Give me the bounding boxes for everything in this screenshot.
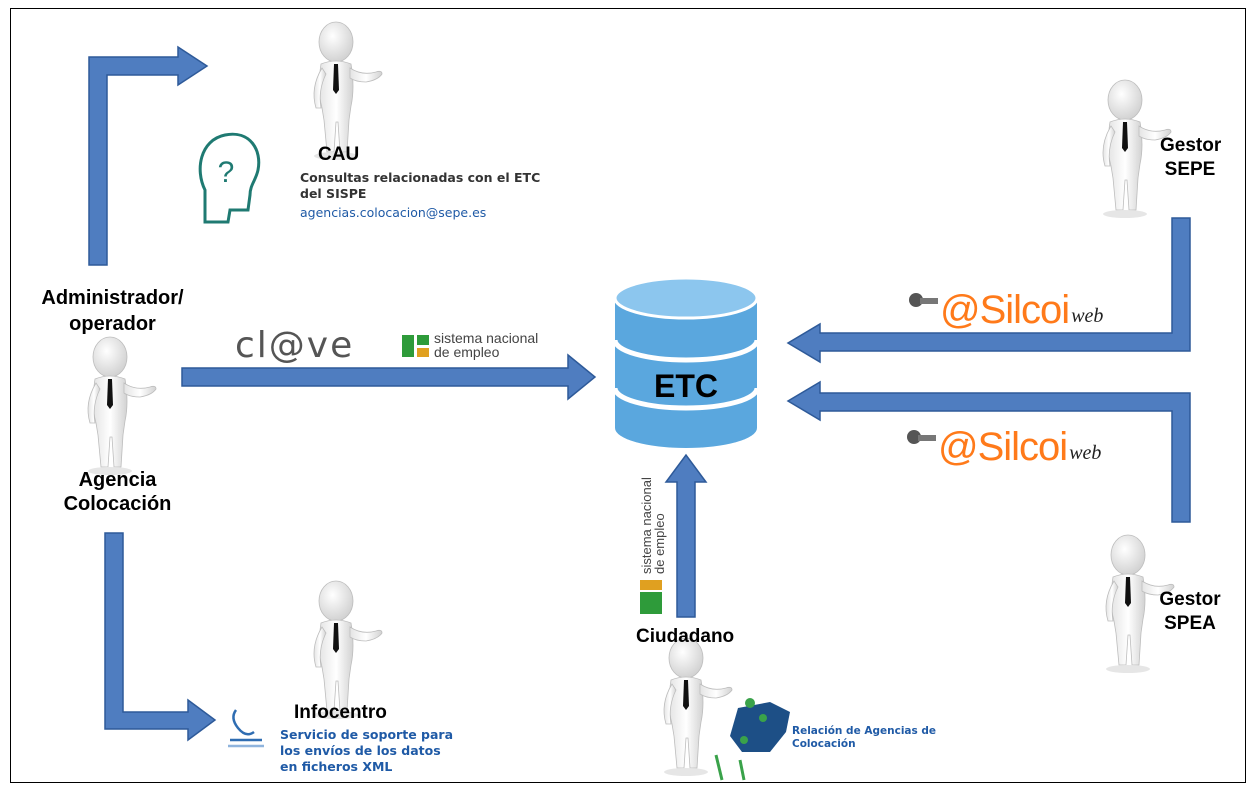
agencia-label-line1: Agencia (78, 469, 157, 491)
admin-label-line1: Administrador/ (41, 287, 184, 309)
arrow-admin-to-cau (88, 45, 209, 266)
silcoi-logo-top: @Silcoi web (940, 290, 1103, 330)
ciudadano-label: Ciudadano (636, 626, 735, 647)
ciudadano-info-line1[interactable]: Relación de Agencias de (792, 725, 937, 737)
infocentro-label: Infocentro (294, 702, 387, 723)
sne-logo-line1: sistema nacional (434, 330, 539, 346)
agencia-label: Agencia Colocación (50, 468, 185, 516)
gestor-spea-line2: SPEA (1164, 613, 1216, 634)
infocentro-info-line2: los envíos de los datos (280, 743, 441, 758)
cau-label: CAU (318, 144, 360, 165)
person-figure-icon (87, 336, 157, 476)
sne-logo-vertical-line2: de empleo (652, 513, 667, 574)
key-icon (907, 293, 938, 444)
gestor-sepe-line2: SEPE (1164, 159, 1216, 180)
gestor-sepe-label: Gestor SEPE (1160, 134, 1222, 182)
person-figure-icon (313, 580, 383, 720)
agencia-label-line2: Colocación (63, 493, 172, 515)
spain-map-icon (714, 698, 790, 781)
gestor-sepe-line1: Gestor (1160, 135, 1222, 156)
arrow-ciudadano-to-etc (664, 453, 708, 618)
admin-label-line2: operador (69, 313, 156, 335)
admin-label: Administrador/ operador (30, 285, 195, 337)
infocentro-info-line3: en ficheros XML (280, 759, 393, 774)
cau-info-line2: del SISPE (300, 186, 367, 201)
sne-logo-text: sistema nacional de empleo (434, 331, 538, 359)
question-head-icon: ? (198, 132, 261, 224)
sne-logo-vertical-text: sistema nacional de empleo (639, 477, 667, 574)
silcoi-logo-main: @Silcoi (938, 425, 1068, 469)
arrows (88, 45, 1191, 742)
arrow-spea-to-etc (786, 380, 1191, 523)
sne-logo-icon (402, 335, 429, 357)
ciudadano-info-line2[interactable]: Colocación (792, 738, 856, 750)
gestor-spea-line1: Gestor (1159, 589, 1221, 610)
cau-info-line1: Consultas relacionadas con el ETC (300, 170, 541, 185)
sne-logo-icon (640, 580, 662, 614)
silcoi-logo-sub: web (1069, 442, 1102, 464)
arrow-admin-to-etc (181, 353, 597, 401)
sne-logo-line2: de empleo (434, 344, 500, 360)
infocentro-info-line1: Servicio de soporte para (280, 727, 454, 742)
database-label: ETC (654, 368, 718, 404)
phone-support-icon (228, 709, 264, 748)
cau-email-link[interactable]: agencias.colocacion@sepe.es (300, 205, 487, 220)
silcoi-logo-main: @Silcoi (940, 288, 1070, 332)
silcoi-logo-bottom: @Silcoi web (938, 427, 1101, 467)
person-figure-icon (313, 21, 383, 161)
gestor-spea-label: Gestor SPEA (1158, 588, 1222, 636)
arrow-sepe-to-etc (786, 217, 1191, 364)
person-figure-icon (663, 637, 733, 777)
arrow-agencia-to-infocentro (104, 532, 217, 742)
svg-text:?: ? (218, 156, 235, 189)
database-icon: ETC (612, 276, 760, 448)
silcoi-logo-sub: web (1071, 305, 1104, 327)
clave-logo: cl@ve (235, 325, 355, 366)
